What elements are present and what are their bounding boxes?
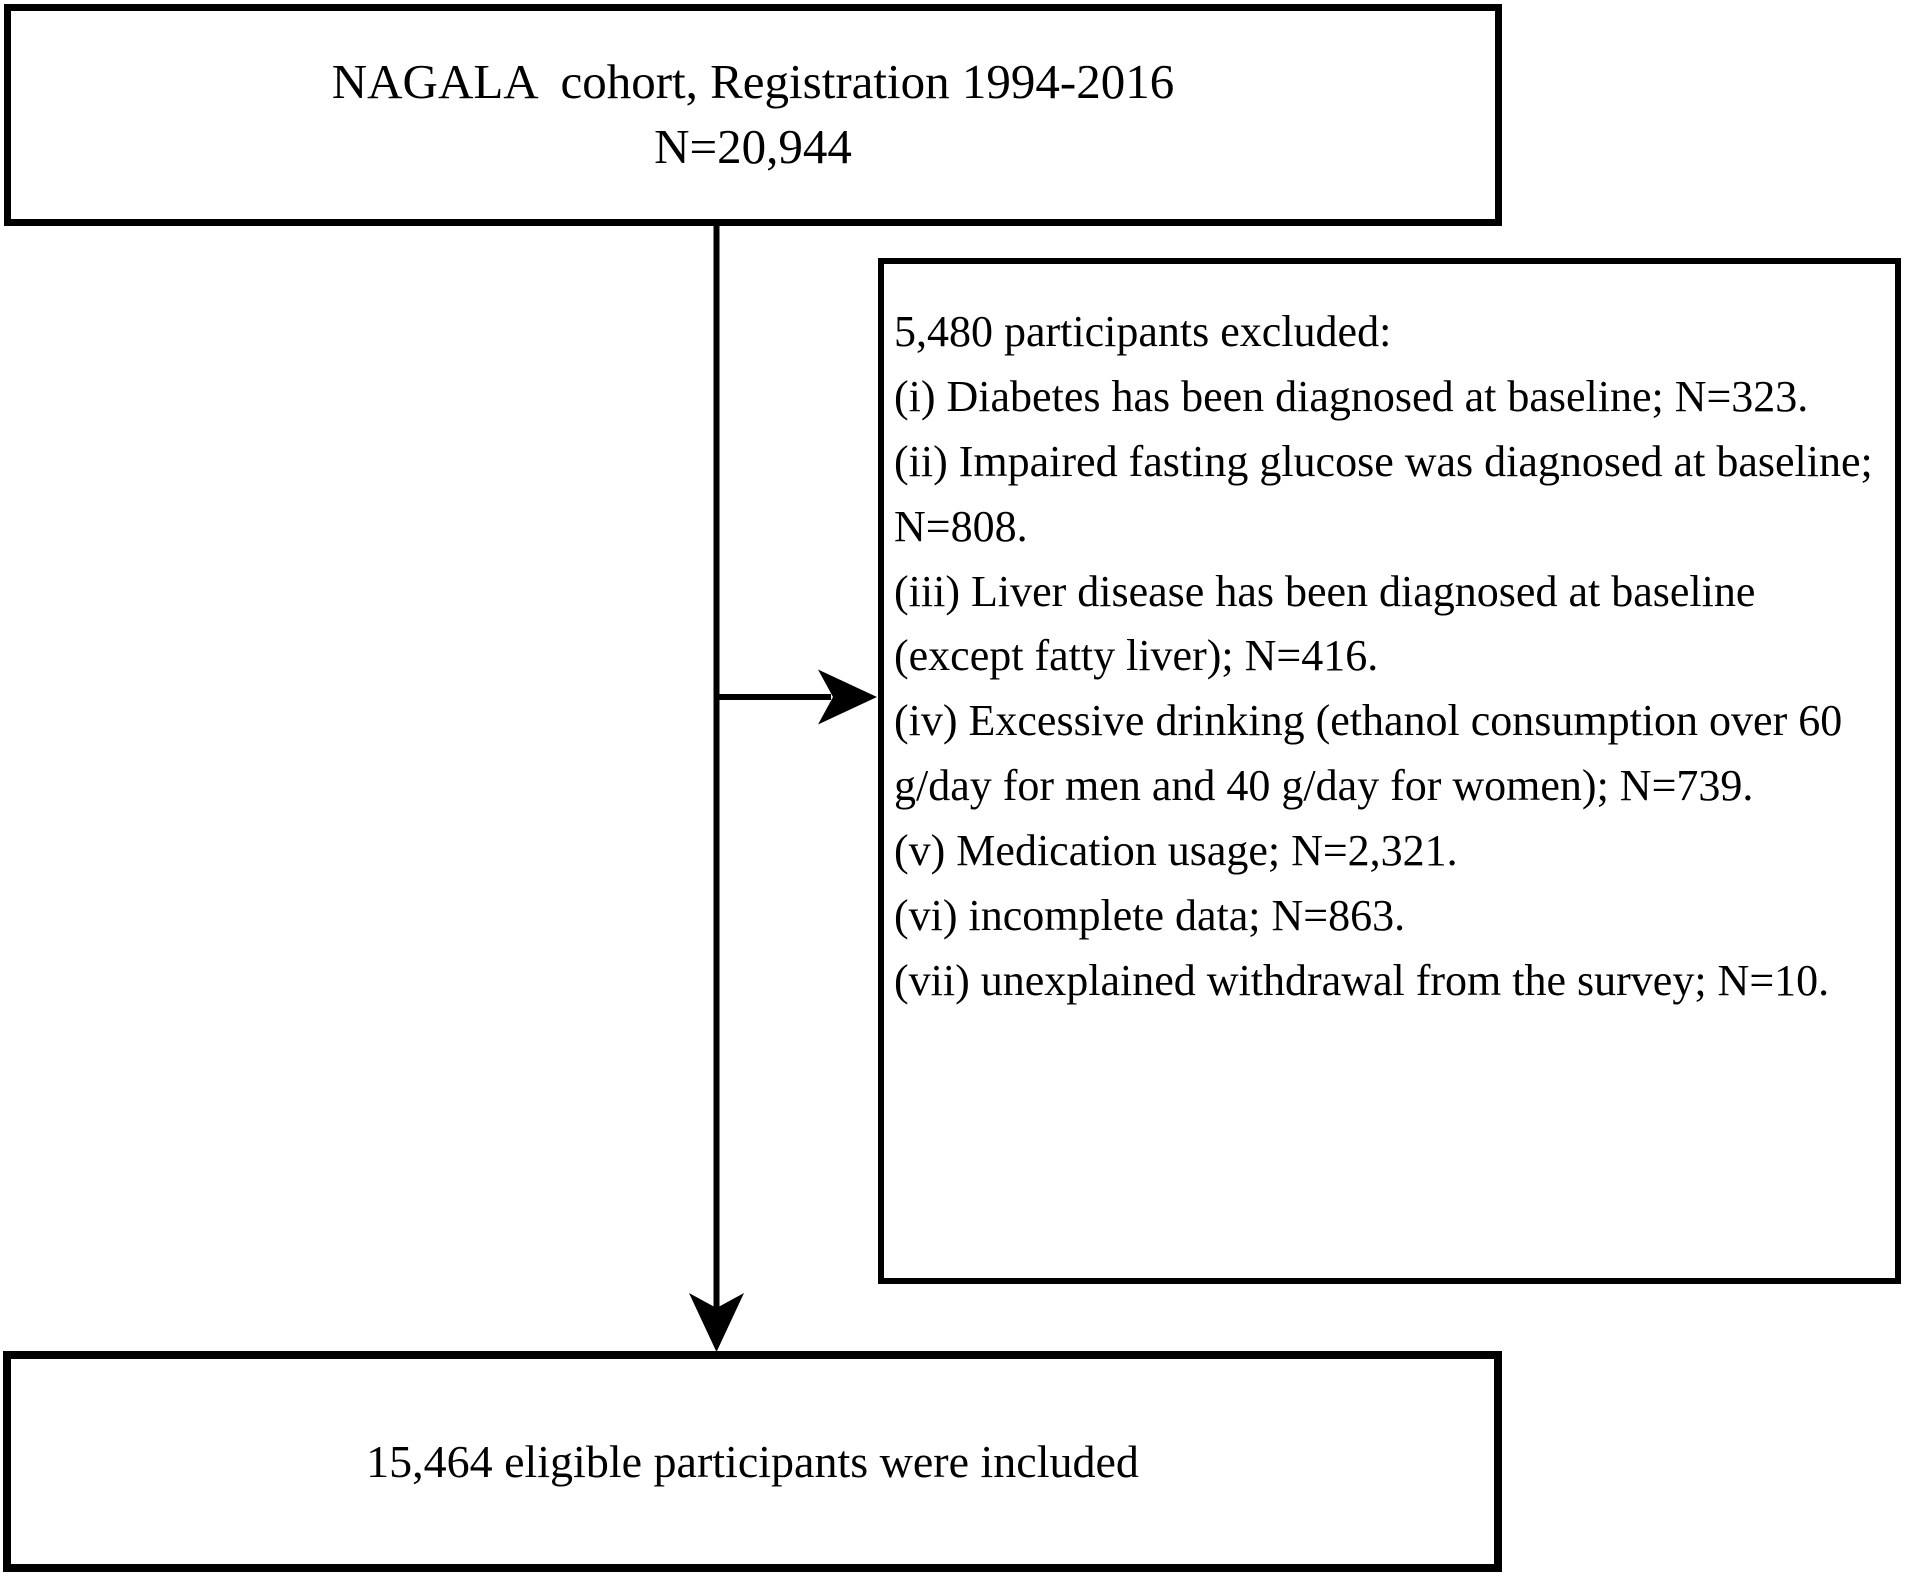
exclusion-item-vi: (vi) incomplete data; N=863.	[894, 891, 1406, 941]
exclusion-item-vii: (vii) unexplained withdrawal from the su…	[894, 955, 1830, 1005]
cohort-count: N=20,944	[654, 119, 852, 174]
exclusion-item-i: (i) Diabetes has been diagnosed at basel…	[894, 371, 1809, 421]
right-arrow-icon	[714, 669, 877, 725]
cohort-box: NAGALA cohort, Registration 1994-2016 N=…	[4, 4, 1502, 226]
exclusion-heading: 5,480 participants excluded:	[894, 307, 1392, 356]
exclusion-item-ii: (ii) Impaired fasting glucose was diagno…	[894, 436, 1873, 551]
cohort-title: NAGALA cohort, Registration 1994-2016	[331, 54, 1175, 110]
exclusion-box: 5,480 participants excluded: (i) Diabete…	[878, 258, 1901, 1284]
eligible-text: 15,464 eligible participants were includ…	[366, 1436, 1139, 1487]
exclusion-item-iii: (iii) Liver disease has been diagnosed a…	[894, 566, 1756, 681]
down-arrow-icon	[689, 226, 744, 1352]
eligible-box: 15,464 eligible participants were includ…	[3, 1351, 1502, 1572]
exclusion-item-v: (v) Medication usage; N=2,321.	[894, 826, 1458, 876]
exclusion-item-iv: (iv) Excessive drinking (ethanol consump…	[894, 696, 1843, 811]
